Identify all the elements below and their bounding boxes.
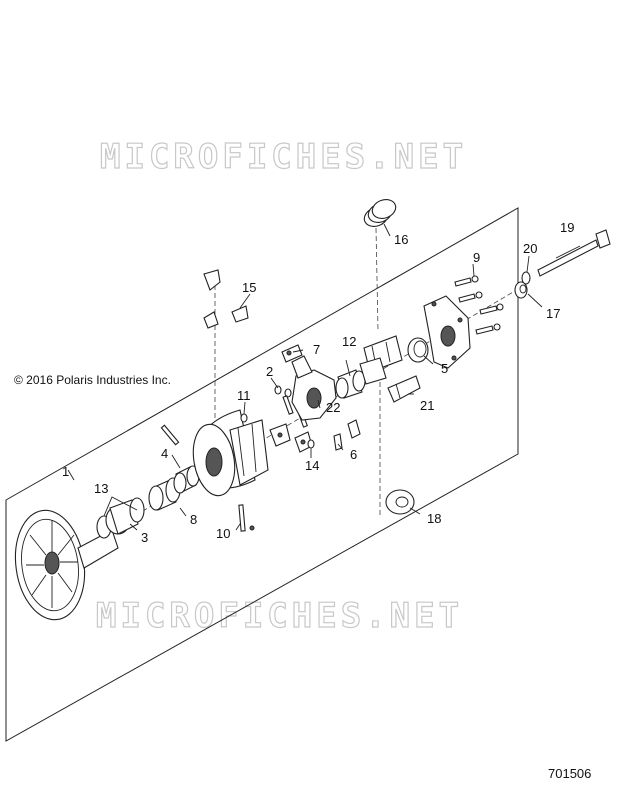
nut-17 — [514, 281, 528, 299]
clip-6 — [333, 419, 361, 451]
retainer-upper — [359, 335, 403, 385]
cover-plate — [423, 295, 471, 369]
callout-4: 4 — [161, 446, 168, 461]
washer-20 — [521, 271, 531, 285]
roller-2 — [274, 385, 292, 398]
callout-18: 18 — [427, 511, 441, 526]
assembly-frame — [5, 207, 519, 742]
watermark-bottom: MICROFICHES.NET — [96, 596, 463, 636]
callout-19: 19 — [560, 220, 574, 235]
callout-9: 9 — [473, 250, 480, 265]
callout-11: 11 — [237, 388, 251, 403]
callout-20: 20 — [523, 241, 537, 256]
spider-22 — [291, 355, 337, 421]
roller-14 — [307, 439, 315, 449]
bearing-8 — [148, 477, 181, 511]
callout-2: 2 — [266, 364, 273, 379]
callout-12: 12 — [342, 334, 356, 349]
callout-16: 16 — [394, 232, 408, 247]
callout-22: 22 — [326, 400, 340, 415]
leader-13 — [103, 496, 138, 517]
callouts: 1 2 3 4 5 6 7 8 9 10 11 12 13 14 15 16 1… — [62, 220, 574, 545]
weight-arms — [269, 423, 313, 453]
leader-lines — [67, 223, 581, 531]
callout-10: 10 — [216, 526, 230, 541]
bolt-19 — [537, 229, 611, 277]
callout-1: 1 — [62, 464, 69, 479]
moveable-sheave — [192, 409, 269, 497]
pin-11 — [240, 413, 248, 423]
pin-10 — [238, 504, 255, 532]
guide-line-16 — [375, 227, 379, 331]
callout-14: 14 — [305, 458, 319, 473]
weight-7 — [281, 344, 303, 363]
washer-18 — [385, 489, 415, 515]
watermark-top: MICROFICHES.NET — [100, 137, 467, 177]
callout-7: 7 — [313, 342, 320, 357]
clip-21 — [387, 375, 421, 403]
bushing-12 — [335, 369, 366, 399]
clips-15 — [203, 269, 249, 329]
ring-5 — [407, 337, 429, 363]
callout-17: 17 — [546, 306, 560, 321]
callout-6: 6 — [350, 447, 357, 462]
callout-21: 21 — [420, 398, 434, 413]
callout-3: 3 — [141, 530, 148, 545]
callout-8: 8 — [190, 512, 197, 527]
shaft-rings — [96, 497, 145, 539]
spring-16 — [363, 199, 397, 227]
callout-13: 13 — [94, 481, 108, 496]
copyright-notice: © 2016 Polaris Industries Inc. — [14, 373, 171, 387]
pin-upper-left — [160, 424, 180, 446]
callout-5: 5 — [441, 361, 448, 376]
callout-15: 15 — [242, 280, 256, 295]
bolts-9 — [454, 275, 504, 335]
illustration-number: 701506 — [548, 766, 591, 781]
fixed-sheave — [14, 509, 119, 621]
